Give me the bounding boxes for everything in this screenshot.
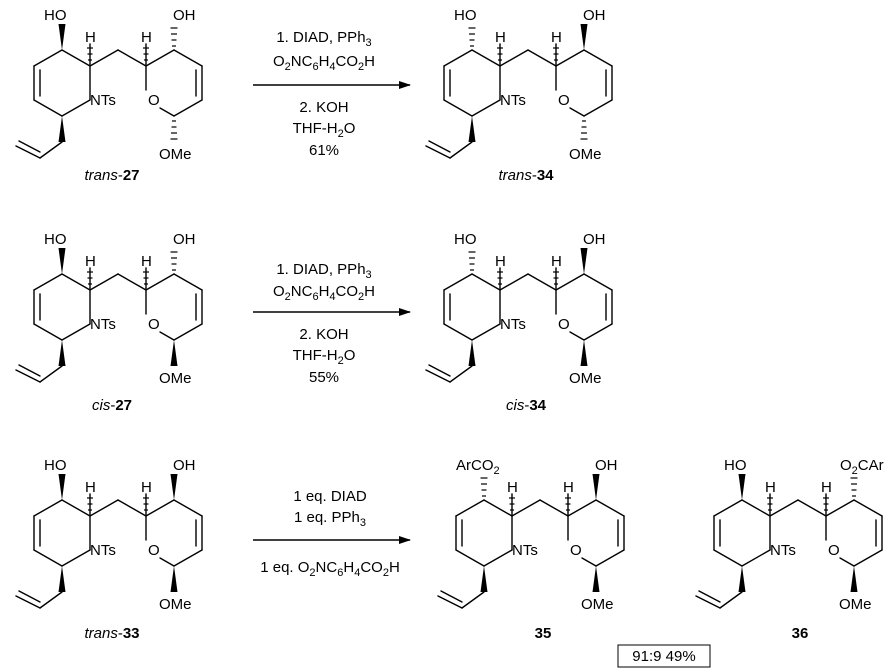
compound-label-cis-34: cis-34 [506, 397, 547, 414]
atom-label: ArCO2 [456, 457, 500, 477]
atom-label: H [551, 29, 562, 46]
compound-label-36: 36 [792, 625, 809, 642]
conditions-line: 1. DIAD, PPh3 [276, 29, 371, 49]
ratio-text: 91:9 49% [632, 648, 695, 665]
atom-label: H [141, 29, 152, 46]
atom-label: H [85, 29, 96, 46]
reaction-arrow-1: 1. DIAD, PPh3 O2NC6H4CO2H 2. KOH THF-H2O… [253, 29, 411, 159]
atom-label: OH [173, 457, 196, 474]
atom-label: HO [454, 231, 477, 248]
compound-label-trans-34: trans-34 [498, 167, 554, 184]
atom-label: NTs [90, 92, 116, 109]
atom-label: NTs [90, 542, 116, 559]
compound-label-35: 35 [535, 625, 552, 642]
atom-label: NTs [500, 92, 526, 109]
atom-label: H [821, 479, 832, 496]
compound-label-trans-27: trans-27 [84, 167, 139, 184]
atom-label: O [558, 92, 570, 109]
molecule-trans-34: HO OH H H NTs O OMe [425, 7, 613, 163]
atom-label: O [148, 92, 160, 109]
atom-label: OMe [159, 370, 192, 387]
atom-label: HO [724, 457, 747, 474]
compound-label-cis-27: cis-27 [92, 397, 132, 414]
conditions-line: 1 eq. DIAD [293, 488, 367, 505]
ratio-box: 91:9 49% [617, 644, 711, 668]
atom-label: OMe [569, 146, 602, 163]
atom-label: H [507, 479, 518, 496]
atom-label: OH [595, 457, 618, 474]
atom-label: NTs [90, 316, 116, 333]
atom-label: H [551, 253, 562, 270]
atom-label: O2CAr [840, 457, 884, 477]
reaction-arrow-3: 1 eq. DIAD 1 eq. PPh3 1 eq. O2NC6H4CO2H [253, 488, 411, 579]
atom-label: OH [173, 231, 196, 248]
molecule-cis-27: HO OH H H NTs O OMe [15, 231, 203, 387]
atom-label: OH [583, 7, 606, 24]
atom-label: OH [583, 231, 606, 248]
atom-label: H [495, 253, 506, 270]
atom-label: OMe [569, 370, 602, 387]
atom-label: OMe [581, 596, 614, 613]
atom-label: H [85, 253, 96, 270]
conditions-line: THF-H2O [293, 120, 356, 140]
atom-label: H [563, 479, 574, 496]
atom-label: O [148, 542, 160, 559]
atom-label: O [828, 542, 840, 559]
molecule-36: HO O2CAr H H NTs O OMe [695, 457, 884, 613]
atom-label: H [141, 479, 152, 496]
atom-label: HO [44, 7, 67, 24]
conditions-line: O2NC6H4CO2H [273, 53, 375, 73]
atom-label: O [570, 542, 582, 559]
yield-label: 61% [309, 142, 339, 159]
atom-label: HO [454, 7, 477, 24]
molecule-35: ArCO2 OH H H NTs O OMe [437, 457, 625, 613]
atom-label: H [495, 29, 506, 46]
molecule-trans-27: HO OH H H NTs O OMe [15, 7, 203, 163]
molecule-cis-34: HO OH H H NTs O OMe [425, 231, 613, 387]
atom-label: HO [44, 457, 67, 474]
conditions-line: THF-H2O [293, 347, 356, 367]
atom-label: NTs [500, 316, 526, 333]
conditions-line: 2. KOH [299, 99, 348, 116]
conditions-line: 2. KOH [299, 326, 348, 343]
atom-label: OH [173, 7, 196, 24]
conditions-line: O2NC6H4CO2H [273, 283, 375, 303]
yield-label: 55% [309, 369, 339, 386]
atom-label: O [558, 316, 570, 333]
atom-label: NTs [512, 542, 538, 559]
molecule-trans-33: HO OH H H NTs O OMe [15, 457, 203, 613]
atom-label: H [85, 479, 96, 496]
atom-label: H [141, 253, 152, 270]
reaction-arrow-2: 1. DIAD, PPh3 O2NC6H4CO2H 2. KOH THF-H2O… [253, 261, 411, 386]
conditions-line: 1 eq. PPh3 [294, 509, 366, 529]
atom-label: OMe [839, 596, 872, 613]
atom-label: H [765, 479, 776, 496]
compound-label-trans-33: trans-33 [84, 625, 139, 642]
atom-label: O [148, 316, 160, 333]
conditions-line: 1. DIAD, PPh3 [276, 261, 371, 281]
atom-label: OMe [159, 596, 192, 613]
atom-label: OMe [159, 146, 192, 163]
conditions-line: 1 eq. O2NC6H4CO2H [260, 559, 400, 579]
atom-label: NTs [770, 542, 796, 559]
atom-label: HO [44, 231, 67, 248]
